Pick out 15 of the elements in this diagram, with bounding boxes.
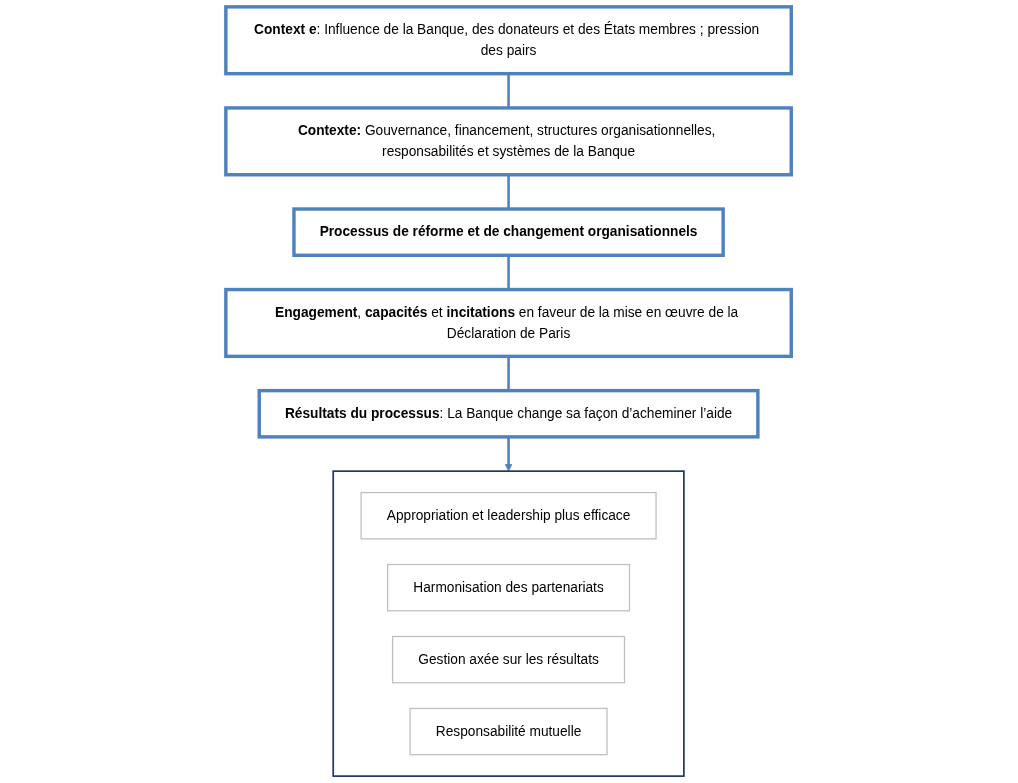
connector	[507, 174, 511, 209]
connector	[507, 73, 511, 108]
node-box: Appropriation et leadership plus efficace	[360, 491, 658, 540]
node-box: Contexte: Gouvernance, financement, structures organisationnelles, responsabilités et systèmes de la Banque	[224, 106, 794, 177]
node-box: Engagement, capacités et incitations en faveur de la mise en œuvre de la Déclaration de Paris	[224, 287, 794, 359]
node-box: Responsabilité mutuelle	[409, 707, 609, 756]
node-box: Gestion axée sur les résultats	[392, 635, 626, 684]
connector	[507, 255, 511, 290]
node-box: Processus de réforme et de changement organisationnels	[292, 207, 726, 257]
node-box: Context e: Influence de la Banque, des donateurs et des États membres ; pression des pairs	[224, 5, 794, 76]
node-box: Harmonisation des partenariats	[387, 563, 631, 612]
connector	[507, 356, 511, 391]
cluster	[332, 470, 686, 777]
node-box: Résultats du processus: La Banque change sa façon d’acheminer l’aide	[257, 388, 761, 439]
arrow	[505, 436, 513, 472]
